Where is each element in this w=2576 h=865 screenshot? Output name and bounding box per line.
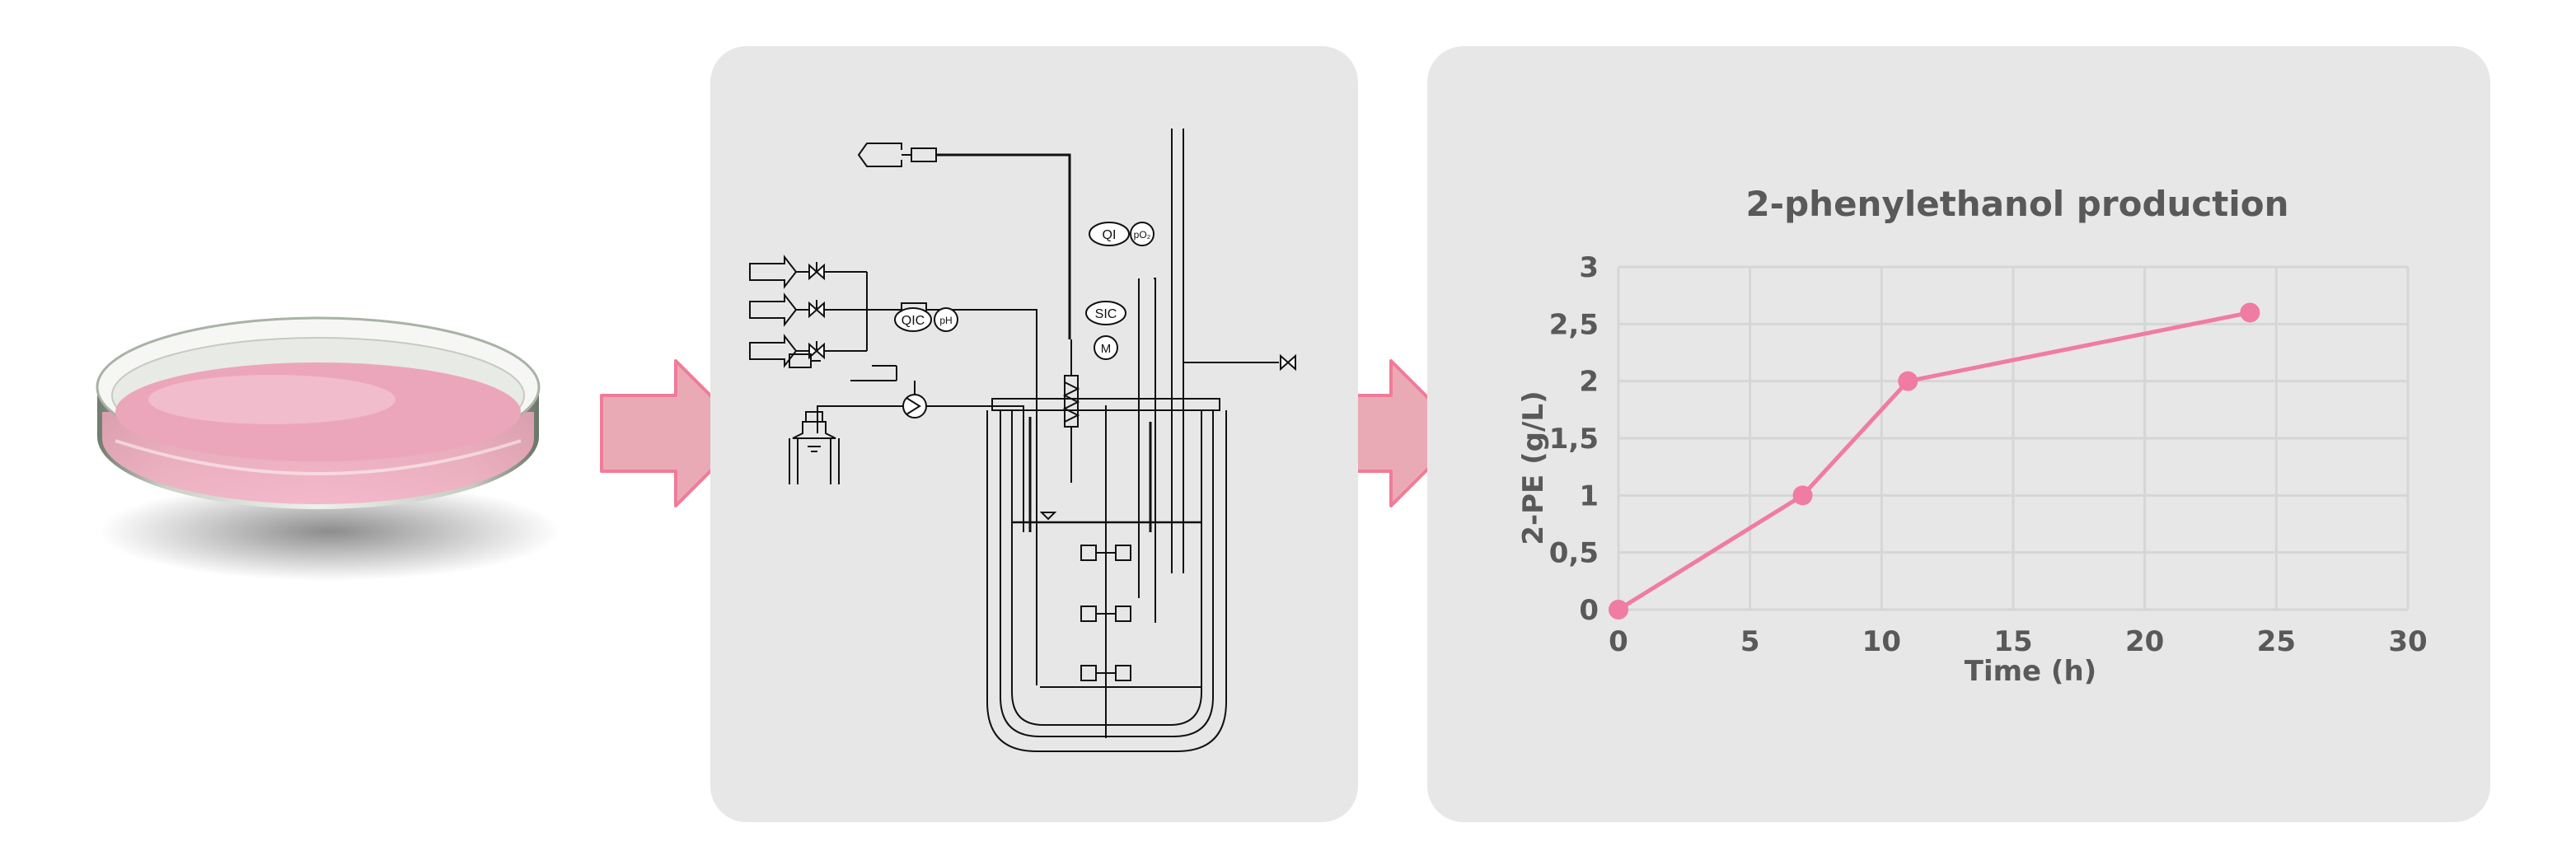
- petri-dish-medium: [115, 362, 521, 461]
- petri-dish-illustration: [96, 316, 560, 581]
- x-tick-label: 5: [1740, 625, 1760, 658]
- sic-label: SIC: [1095, 307, 1117, 321]
- x-tick-label: 30: [2388, 625, 2427, 658]
- motor-label: M: [1101, 342, 1112, 356]
- data-point: [1609, 600, 1628, 620]
- x-tick-label: 10: [1862, 625, 1901, 658]
- bioreactor-panel: QI pO₂ QIC pH SIC M: [710, 46, 1358, 822]
- y-tick-label: 2: [1579, 366, 1599, 399]
- chart-panel: 2-phenylethanol production 0 0,5 1 1,5 2 2,5 3…: [1427, 46, 2490, 822]
- y-tick-labels: 0 0,5 1 1,5 2 2,5 3: [1549, 251, 1599, 627]
- qic-label: QIC: [902, 314, 925, 328]
- data-point: [2240, 302, 2260, 323]
- production-chart: 2-phenylethanol production 0 0,5 1 1,5 2 2,5 3…: [1517, 184, 2428, 688]
- data-point: [1792, 485, 1813, 506]
- x-tick-label: 25: [2257, 625, 2296, 658]
- chart-title: 2-phenylethanol production: [1745, 184, 2288, 224]
- po2-label: pO₂: [1134, 229, 1151, 241]
- chart-series: [1609, 302, 2260, 620]
- series-line: [1617, 311, 2250, 612]
- y-axis-label: 2-PE (g/L): [1517, 390, 1550, 545]
- y-tick-label: 1: [1579, 479, 1599, 512]
- x-axis-label: Time (h): [1965, 655, 2096, 688]
- y-tick-label: 2,5: [1549, 308, 1599, 341]
- x-tick-labels: 0 5 10 15 20 25 30: [1609, 625, 2428, 658]
- chart-grid: [1617, 265, 2410, 611]
- x-tick-label: 0: [1609, 625, 1628, 658]
- y-tick-label: 0: [1579, 594, 1599, 627]
- bioreactor-schematic: QI pO₂ QIC pH SIC M: [749, 129, 1296, 752]
- y-tick-label: 1,5: [1549, 423, 1599, 456]
- ph-label: pH: [939, 315, 952, 326]
- data-point: [1898, 371, 1918, 391]
- x-tick-label: 15: [1993, 625, 2032, 658]
- y-tick-label: 3: [1579, 251, 1599, 284]
- qi-label: QI: [1103, 228, 1117, 242]
- y-tick-label: 0,5: [1549, 537, 1599, 570]
- x-tick-label: 20: [2125, 625, 2164, 658]
